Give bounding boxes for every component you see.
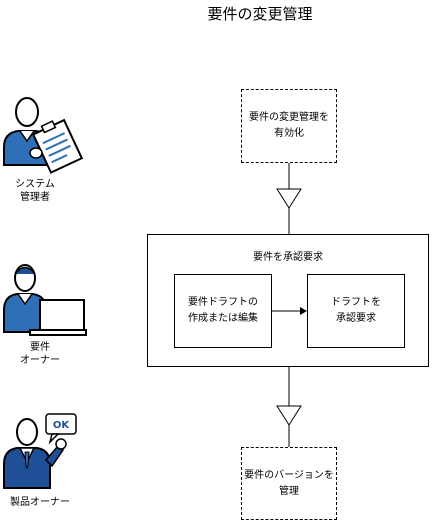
step-label: 要件の変更管理を [249, 112, 329, 123]
page-title: 要件の変更管理 [207, 5, 313, 23]
group-label: 要件を承認要求 [253, 252, 323, 263]
create-edit-draft-step: 要件ドラフトの 作成または編集 [174, 274, 272, 348]
role-label-line: 管理者 [20, 192, 50, 203]
admin-with-clipboard-icon [3, 97, 84, 174]
role-label-line: 要件 [30, 342, 50, 353]
manage-versions-step: 要件のバージョンを 管理 [241, 447, 337, 520]
step-label: 要件のバージョンを [244, 469, 334, 481]
owner-at-laptop-icon [3, 264, 87, 336]
step-label: ドラフトを [331, 297, 381, 308]
enable-change-management-step: 要件の変更管理を 有効化 [241, 89, 337, 163]
step-label: 管理 [279, 485, 299, 497]
arrowhead [300, 307, 307, 315]
step-label: 有効化 [274, 128, 304, 139]
flow-triangle [276, 188, 302, 209]
role-label-line: オーナー [20, 355, 60, 366]
role-label-owner: 要件 オーナー [0, 341, 80, 367]
ok-text: OK [53, 420, 71, 431]
step-label: 承認要求 [336, 313, 376, 324]
step-label: 作成または編集 [188, 313, 258, 324]
role-label-product-owner: 製品オーナー [0, 496, 80, 509]
step-label: 要件ドラフトの [188, 297, 258, 308]
request-draft-approval-step: ドラフトを 承認要求 [307, 274, 405, 348]
product-owner-ok-icon: OK [3, 413, 77, 489]
flow-triangle [276, 405, 302, 426]
approval-request-group: 要件を承認要求 [147, 234, 429, 367]
role-label-line: システム [15, 179, 55, 190]
role-label-line: 製品オーナー [10, 497, 70, 508]
role-label-admin: システム 管理者 [0, 178, 70, 204]
